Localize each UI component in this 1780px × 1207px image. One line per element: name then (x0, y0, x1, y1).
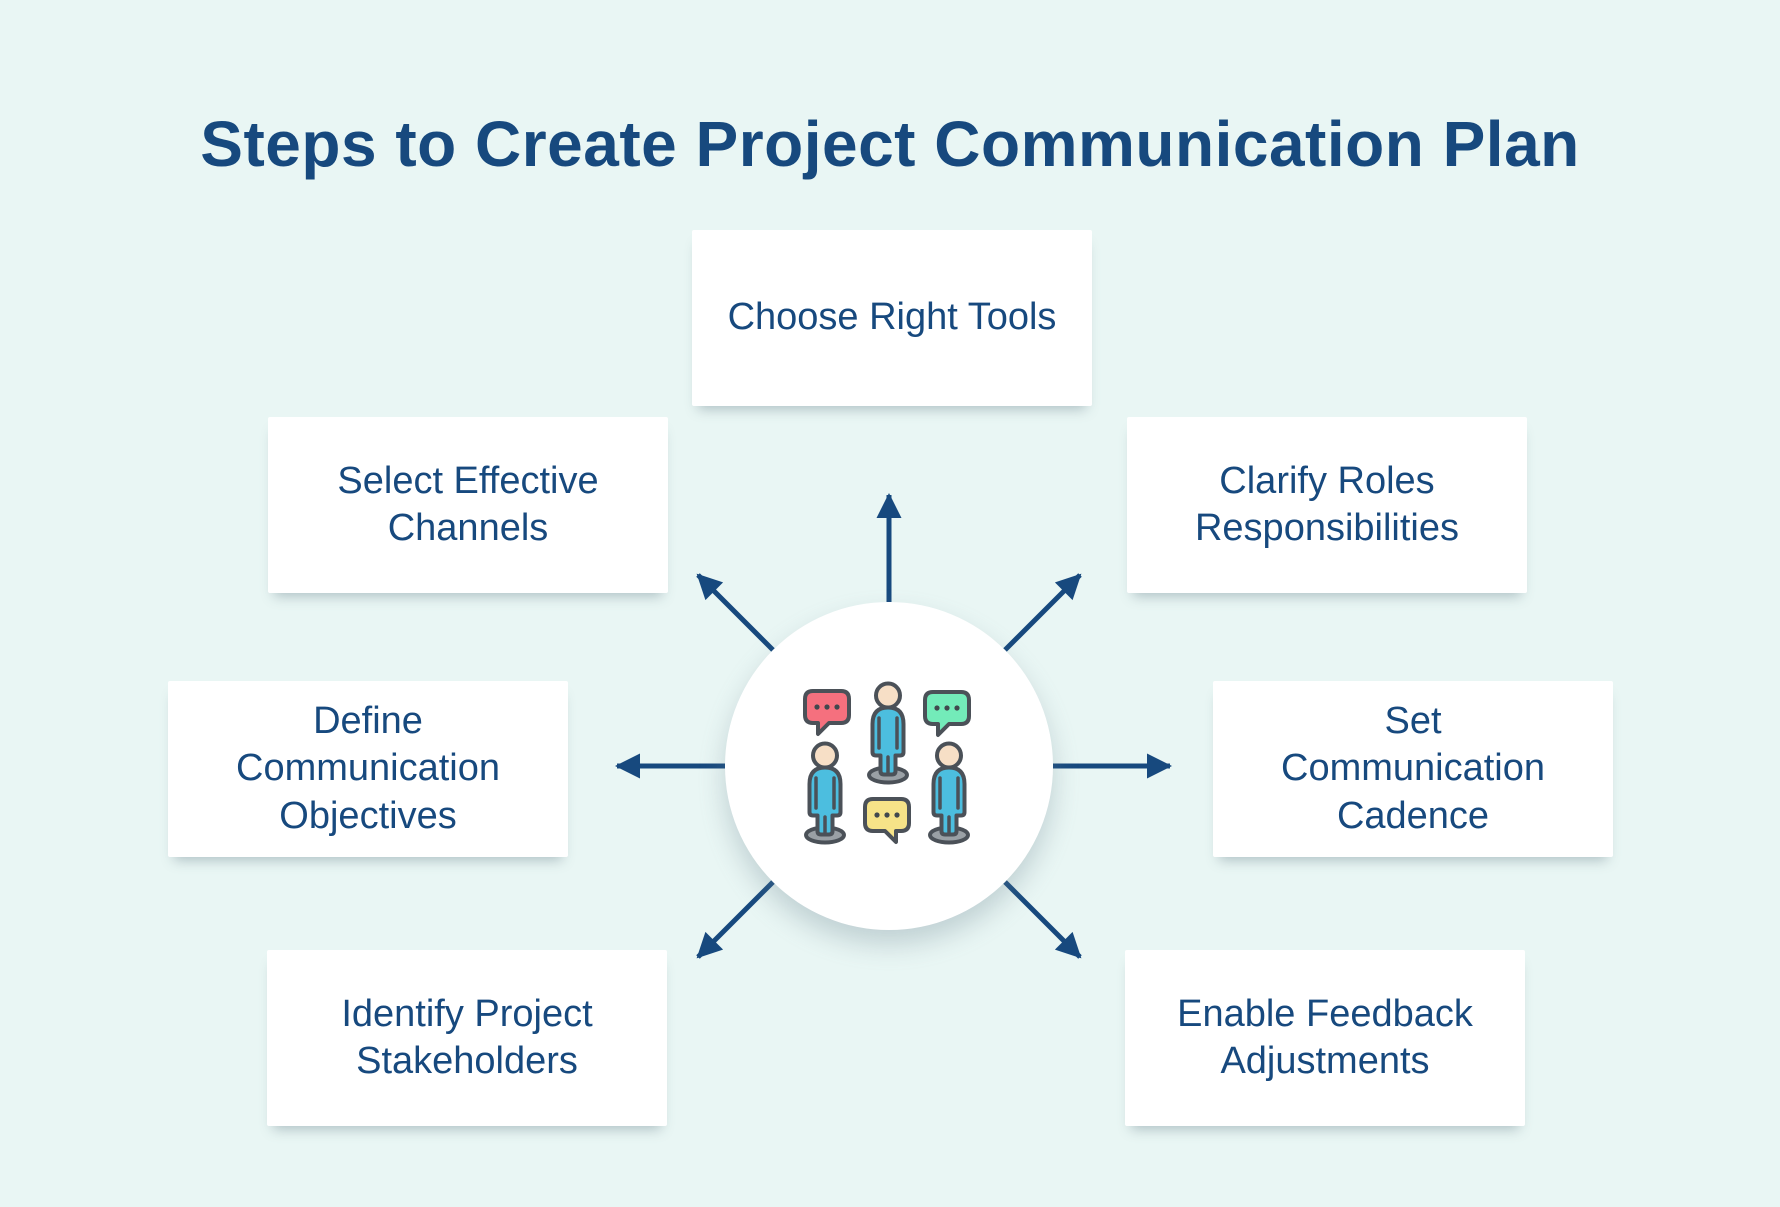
page-title: Steps to Create Project Communication Pl… (200, 107, 1580, 180)
arrow-upper-left (696, 573, 775, 652)
speech-bubble-red-icon (803, 689, 851, 736)
step-box-enable-feedback-adjustments: Enable Feedback Adjustments (1125, 950, 1525, 1126)
step-label-identify-project-stakeholders: Identify Project Stakeholders (341, 992, 593, 1083)
person-middle-icon (867, 681, 909, 785)
arrow-lower-left (696, 880, 775, 959)
step-box-define-communication-objectives: Define Communication Objectives (168, 681, 568, 857)
step-box-choose-right-tools: Choose Right Tools (692, 230, 1092, 406)
step-label-enable-feedback-adjustments: Enable Feedback Adjustments (1177, 992, 1473, 1083)
step-label-clarify-roles-responsibilities: Clarify Roles Responsibilities (1194, 459, 1459, 550)
person-right-icon (928, 741, 970, 845)
step-label-set-communication-cadence: Set Communication Cadence (1281, 699, 1545, 837)
center-circle (725, 602, 1053, 930)
step-box-set-communication-cadence: Set Communication Cadence (1213, 681, 1613, 857)
person-left-icon (804, 741, 846, 845)
speech-bubble-green-icon (923, 690, 971, 737)
step-label-select-effective-channels: Select Effective Channels (337, 459, 599, 550)
speech-bubble-yellow-icon (863, 797, 911, 844)
step-label-choose-right-tools: Choose Right Tools (727, 296, 1057, 339)
arrow-upper-right (1003, 573, 1082, 652)
step-box-select-effective-channels: Select Effective Channels (268, 417, 668, 593)
step-box-clarify-roles-responsibilities: Clarify Roles Responsibilities (1127, 417, 1527, 593)
step-label-define-communication-objectives: Define Communication Objectives (236, 699, 500, 837)
arrow-lower-right (1003, 880, 1082, 959)
people-communication-icon (803, 681, 971, 845)
step-box-identify-project-stakeholders: Identify Project Stakeholders (267, 950, 667, 1126)
